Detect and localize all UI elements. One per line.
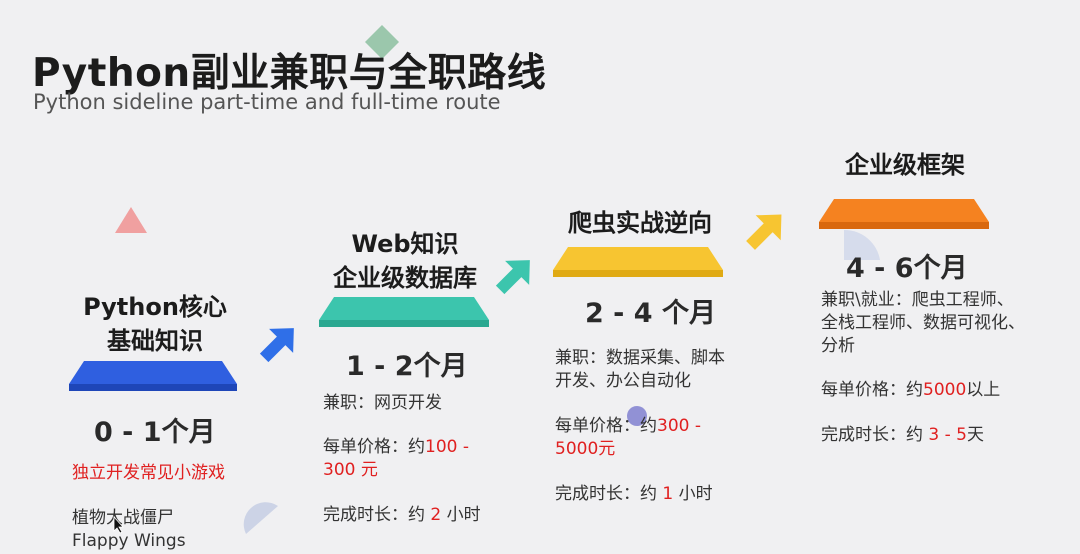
stage4-price-suffix: 以上 — [966, 380, 1001, 400]
stage3-job: 兼职：数据采集、脚本 开发、办公自动化 — [555, 347, 725, 393]
stage3-time-label: 完成时长：约 — [555, 484, 657, 504]
stage2-time-label: 完成时长：约 — [323, 505, 425, 525]
triangle-decoration — [115, 207, 147, 233]
stage4-price: 每单价格：约5000以上 — [821, 379, 1000, 402]
stage4-job: 兼职\就业：爬虫工程师、 全栈工程师、数据可视化、 分析 — [821, 289, 1025, 358]
page-subtitle: Python sideline part-time and full-time … — [33, 90, 501, 114]
stage3-price-label: 每单价格：约 — [555, 416, 657, 436]
stage4-time-value: 3 - 5 — [928, 425, 967, 445]
half-circle-decoration — [243, 502, 278, 534]
stage4-job-line2: 全栈工程师、数据可视化、 — [821, 313, 1025, 333]
stage1-platform — [69, 361, 237, 391]
arrow-right-icon — [259, 328, 294, 363]
arrow-right-icon — [495, 260, 530, 295]
stage4-time: 完成时长：约 3 - 5天 — [821, 424, 984, 447]
stage3-title-line1: 爬虫实战逆向 — [568, 209, 712, 237]
stage4-job-line1: 兼职\就业：爬虫工程师、 — [821, 290, 1014, 310]
stage2-price-value-a: 100 - — [425, 437, 469, 457]
stage1-duration: 0 - 1个月 — [94, 417, 216, 448]
stage4-duration: 4 - 6个月 — [846, 253, 968, 284]
stage4-platform — [819, 199, 989, 229]
dot-decoration — [627, 406, 647, 426]
stage4-price-label: 每单价格：约 — [821, 380, 923, 400]
stage4-title-line1: 企业级框架 — [845, 151, 965, 179]
stage4-time-unit: 天 — [966, 425, 984, 445]
stage3-price-value-b: 5000元 — [555, 439, 616, 459]
quarter-circle-decoration — [844, 229, 880, 260]
stage1-example-1: 植物大战僵尸 — [72, 508, 174, 528]
page-title: Python副业兼职与全职路线 — [32, 51, 547, 96]
stage3-price-value-a: 300 - — [657, 416, 701, 436]
mouse-cursor-icon — [113, 516, 124, 534]
stage4-price-value: 5000 — [923, 380, 967, 400]
stage4-title: 企业级框架 — [810, 148, 1000, 182]
stage2-price-value-b: 300 元 — [323, 460, 378, 480]
stage2-title-line2: 企业级数据库 — [333, 264, 477, 292]
stage2-time-unit: 小时 — [446, 505, 481, 525]
stage1-title-line2: 基础知识 — [107, 327, 203, 355]
stage3-job-line2: 开发、办公自动化 — [555, 371, 691, 391]
stage2-duration: 1 - 2个月 — [346, 351, 468, 382]
stage4-job-line3: 分析 — [821, 336, 855, 356]
stage2-title: Web知识 企业级数据库 — [310, 227, 500, 295]
stage2-job: 兼职：网页开发 — [323, 393, 442, 413]
stage4-time-label: 完成时长：约 — [821, 425, 923, 445]
stage2-price-label: 每单价格：约 — [323, 437, 425, 457]
stage2-platform — [319, 297, 489, 327]
stage2-time-value: 2 — [430, 505, 442, 525]
arrow-right-icon — [746, 214, 782, 250]
stage3-duration: 2 - 4 个月 — [585, 298, 716, 329]
stage3-price: 每单价格：约300 - 5000元 — [555, 415, 701, 461]
diamond-decoration — [365, 25, 399, 59]
stage3-platform — [553, 247, 723, 277]
stage3-title: 爬虫实战逆向 — [545, 206, 735, 240]
stage1-title: Python核心 基础知识 — [60, 290, 250, 358]
stage2-title-line1: Web知识 — [351, 230, 459, 258]
stage1-highlight: 独立开发常见小游戏 — [72, 463, 225, 483]
stage3-time: 完成时长：约 1 小时 — [555, 483, 713, 506]
stage1-example-2: Flappy Wings — [72, 531, 186, 551]
stage2-price: 每单价格：约100 - 300 元 — [323, 436, 469, 482]
stage1-title-line1: Python核心 — [83, 293, 227, 321]
stage2-time: 完成时长：约 2 小时 — [323, 504, 481, 527]
stage3-time-unit: 小时 — [678, 484, 713, 504]
stage3-time-value: 1 — [662, 484, 674, 504]
stage3-job-line1: 兼职：数据采集、脚本 — [555, 348, 725, 368]
